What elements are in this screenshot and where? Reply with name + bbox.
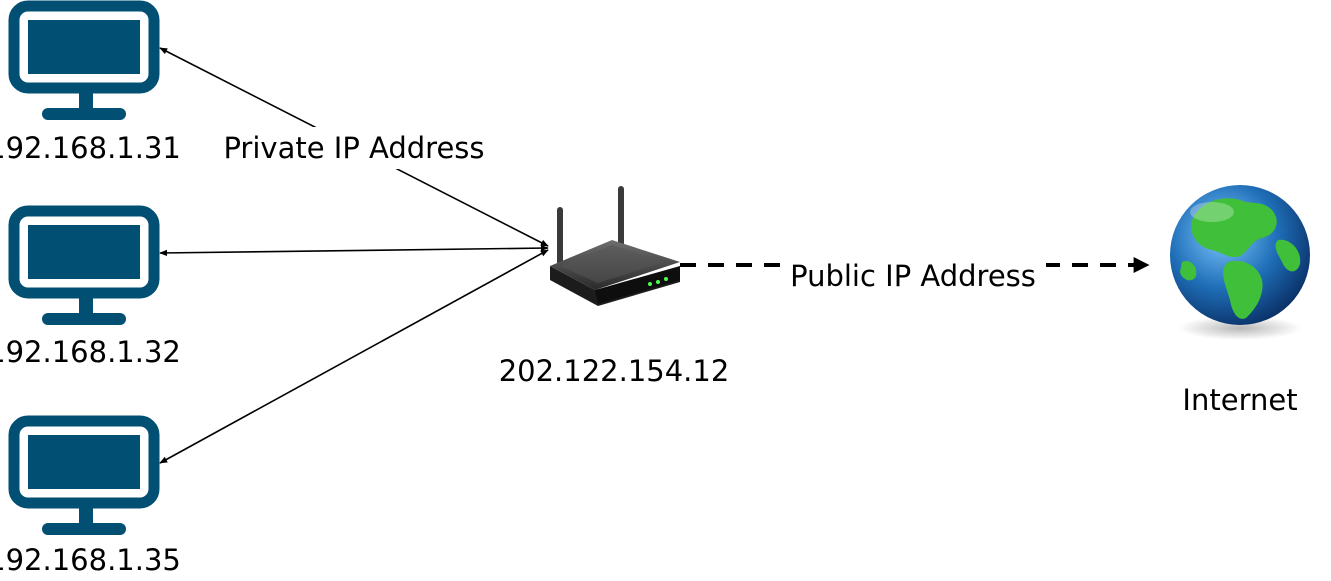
globe-icon (1170, 185, 1310, 340)
computer-ip-label: 192.168.1.32 (0, 335, 181, 369)
private-label-background (210, 127, 498, 169)
public-ip-label: Public IP Address (790, 259, 1036, 293)
computer-ip-label: 192.168.1.31 (0, 131, 181, 165)
monitor-icon (8, 205, 160, 325)
private-ip-label: Private IP Address (223, 131, 484, 165)
edge-computer-2-router (159, 244, 549, 257)
router-node: 202.122.154.12 (499, 186, 730, 388)
edge-computer-3-router (159, 249, 549, 464)
public-label-background (780, 257, 1046, 295)
monitor-icon (8, 0, 160, 120)
computer-node-2: 192.168.1.32 (0, 205, 181, 369)
internet-label: Internet (1182, 383, 1297, 417)
computer-node-3: 192.168.1.35 (0, 415, 181, 577)
router-ip-label: 202.122.154.12 (499, 354, 730, 388)
monitor-icon (8, 415, 160, 535)
router-icon (550, 186, 680, 306)
computer-ip-label: 192.168.1.35 (0, 543, 181, 577)
internet-node: Internet (1170, 185, 1310, 417)
computer-node-1: 192.168.1.31 (0, 0, 181, 165)
